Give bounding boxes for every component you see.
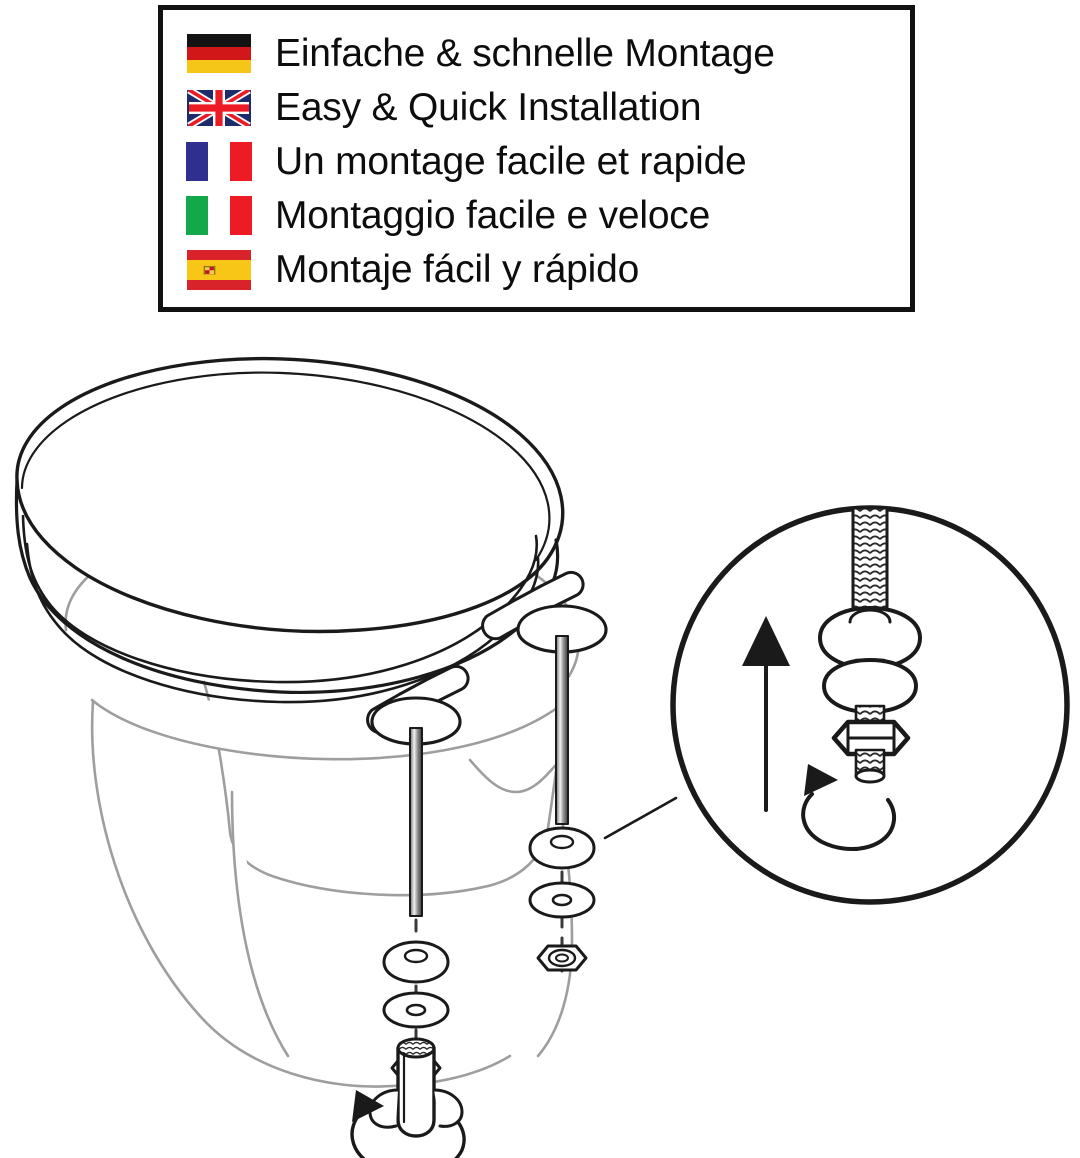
callout-leader-line: [603, 796, 678, 840]
hex-nut-right: [536, 944, 588, 972]
flat-washer-right: [528, 881, 596, 919]
flag-cell-it: [163, 196, 275, 235]
flag-cell-gb: [163, 89, 275, 126]
detail-hex-nut: [831, 719, 911, 757]
language-label-fr: Un montage facile et rapide: [275, 140, 747, 183]
language-row-es: Montaje fácil y rápido: [163, 243, 910, 297]
spain-coat-of-arms-icon: [202, 263, 217, 278]
flag-italy-icon: [186, 196, 252, 235]
cup-washer-left: [382, 940, 450, 984]
language-label-de: Einfache & schnelle Montage: [275, 32, 775, 75]
toilet-seat-lid: [15, 356, 565, 634]
language-row-it: Montaggio facile e veloce: [163, 189, 910, 243]
detail-bolt-tip: [854, 748, 886, 784]
language-list: Einfache & schnelle Montage Easy & Quick…: [163, 10, 910, 307]
up-arrow: [742, 616, 790, 812]
hinge-left: [366, 664, 470, 746]
wing-nut: [368, 1037, 464, 1138]
hinge-right: [481, 570, 608, 654]
language-label-gb: Easy & Quick Installation: [275, 86, 702, 129]
language-row-fr: Un montage facile et rapide: [163, 135, 910, 189]
detail-flat-washer: [822, 658, 918, 714]
detail-cup-washer: [818, 606, 922, 670]
flag-cell-fr: [163, 142, 275, 181]
cup-washer-right: [528, 826, 596, 870]
language-label-es: Montaje fácil y rápido: [275, 248, 640, 291]
bolt-left: [409, 727, 423, 917]
multilingual-feature-banner: Einfache & schnelle Montage Easy & Quick…: [158, 5, 915, 312]
flag-spain-icon: [187, 249, 251, 290]
rotation-arrow-detail: [801, 764, 897, 851]
flag-germany-icon: [187, 34, 251, 73]
bolt-right: [555, 635, 569, 825]
language-label-it: Montaggio facile e veloce: [275, 194, 711, 237]
flag-cell-es: [163, 249, 275, 290]
flat-washer-left: [382, 991, 450, 1029]
flag-france-icon: [186, 142, 252, 181]
flag-united-kingdom-icon: [187, 89, 251, 126]
language-row-gb: Easy & Quick Installation: [163, 81, 910, 135]
rotation-arrow-wingnut: [350, 1090, 466, 1158]
flag-cell-de: [163, 34, 275, 73]
language-row-de: Einfache & schnelle Montage: [163, 27, 910, 81]
toilet-seat-installation-diagram: [0, 330, 1080, 1158]
